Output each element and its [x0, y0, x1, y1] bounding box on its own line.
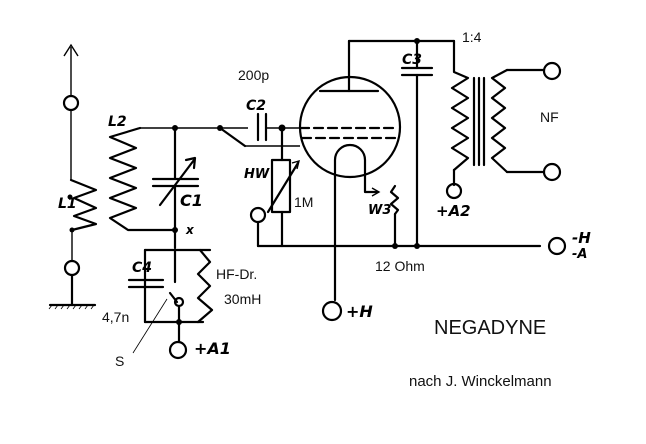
label-c3: C3 [402, 52, 422, 68]
label-plus-h: +H [346, 302, 373, 321]
diagram-title: NEGADYNE [434, 317, 546, 339]
bus-minus [256, 236, 567, 256]
plus-h-terminal[interactable] [321, 300, 343, 322]
label-12-ohm: 12 Ohm [375, 258, 425, 274]
nf-output-terminal-2[interactable] [542, 162, 562, 182]
capacitor-c1 [151, 126, 200, 250]
coil-l2 [108, 125, 248, 232]
diagram-subtitle: nach J. Winckelmann [409, 373, 552, 390]
vacuum-tube [298, 39, 402, 302]
resistor-1m [249, 158, 300, 248]
label-1m: 1M [294, 194, 313, 210]
label-l2: L2 [108, 114, 127, 130]
antenna [62, 43, 80, 180]
label-plus-a2: +A2 [436, 202, 471, 220]
label-switch-s: S [115, 353, 124, 369]
label-minus-h: -H [572, 229, 591, 247]
capacitor-c2 [218, 112, 310, 162]
ground-terminal[interactable] [63, 259, 81, 277]
plus-a1-terminal[interactable] [168, 340, 188, 360]
antenna-terminal[interactable] [62, 94, 80, 112]
label-w3: W3 [368, 203, 391, 218]
label-c2-value: 200p [238, 67, 269, 83]
label-c4-value: 4,7n [102, 309, 129, 325]
label-choke-value: 30mH [224, 291, 261, 307]
minus-h-terminal[interactable] [547, 236, 567, 256]
nf-output-terminal-1[interactable] [542, 61, 562, 81]
label-choke: HF-Dr. [216, 266, 257, 282]
label-c1: C1 [180, 191, 203, 210]
coil-l1 [48, 178, 98, 310]
label-junction-x: x [185, 223, 195, 237]
plus-a2-terminal[interactable] [445, 182, 463, 200]
label-hw: HW [244, 167, 270, 182]
label-ratio: 1:4 [462, 29, 482, 45]
rheostat-w3 [389, 184, 400, 249]
label-plus-a1: +A1 [194, 339, 231, 358]
tank-c4-choke [127, 248, 214, 360]
plate-circuit [347, 38, 562, 248]
label-c4: C4 [132, 260, 152, 276]
label-nf: NF [540, 109, 559, 125]
label-l1: L1 [58, 196, 77, 212]
label-c2: C2 [246, 98, 266, 114]
label-minus-a: -A [572, 247, 587, 262]
